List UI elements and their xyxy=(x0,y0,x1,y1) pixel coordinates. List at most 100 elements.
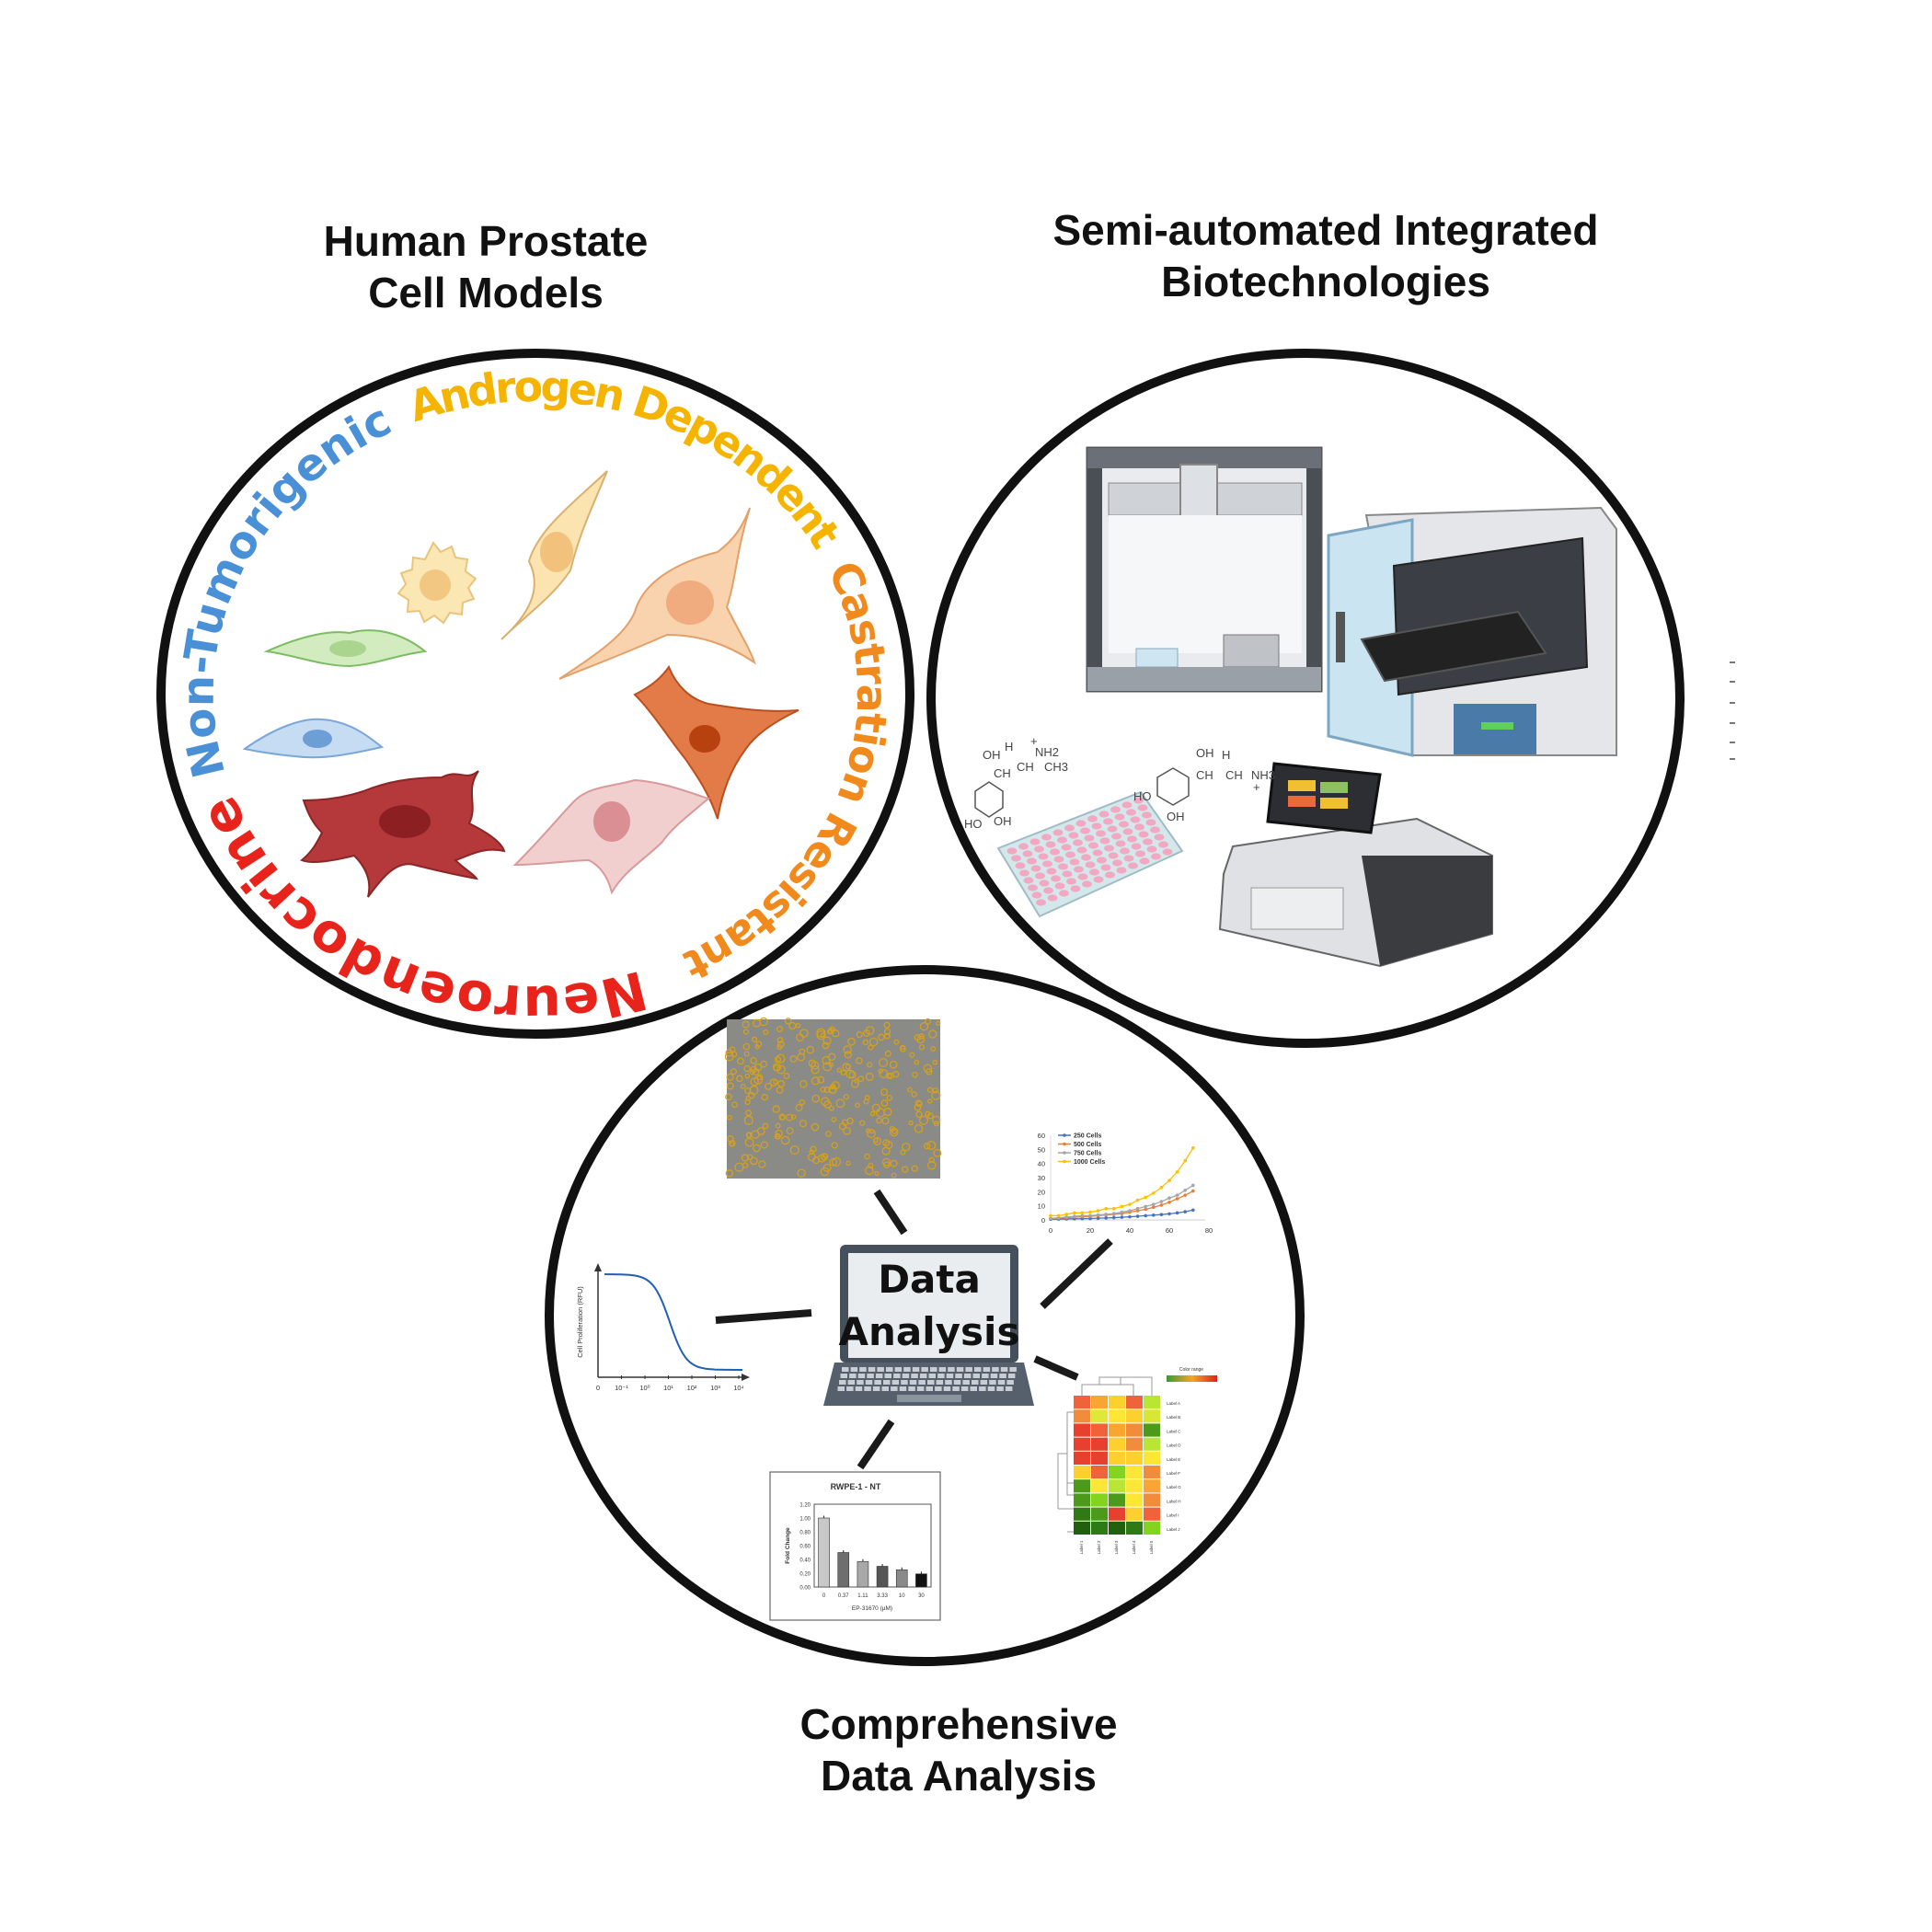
key xyxy=(877,1367,884,1372)
data-point xyxy=(1144,1204,1147,1209)
data-point xyxy=(1104,1213,1108,1216)
micro-cell xyxy=(835,1098,845,1109)
bar xyxy=(837,1552,850,1588)
micro-cell xyxy=(928,1029,937,1039)
micro-cell xyxy=(763,1029,769,1035)
well xyxy=(1130,816,1141,823)
well xyxy=(1098,811,1110,818)
svg-text:CH: CH xyxy=(1196,768,1213,782)
well xyxy=(1069,858,1080,866)
well xyxy=(1080,827,1090,834)
well xyxy=(1110,806,1121,813)
micro-cell xyxy=(878,1068,883,1074)
legend-marker xyxy=(1063,1133,1066,1137)
well xyxy=(1061,844,1072,851)
micro-cell xyxy=(745,1110,753,1117)
data-point xyxy=(1080,1213,1085,1218)
well xyxy=(1105,871,1115,879)
y-tick-label: 0 xyxy=(1041,1216,1045,1225)
key xyxy=(965,1367,972,1372)
micro-cell xyxy=(823,1100,832,1109)
connector-lines xyxy=(715,1189,1113,1470)
svg-text:OH: OH xyxy=(1167,810,1185,823)
well xyxy=(1028,884,1038,891)
well xyxy=(1097,857,1107,864)
heatmap-cell xyxy=(1074,1409,1090,1423)
x-axis-label: EP-31670 (µM) xyxy=(852,1605,892,1612)
svg-text:OH: OH xyxy=(1196,746,1214,760)
x-tick-label: 10¹ xyxy=(663,1384,673,1392)
data-point xyxy=(1135,1214,1140,1218)
col-label: Label 4 xyxy=(1132,1540,1136,1554)
key xyxy=(928,1374,936,1378)
micro-cell xyxy=(752,1036,758,1042)
blue-cell xyxy=(242,718,385,759)
well xyxy=(1143,838,1153,845)
well xyxy=(1096,830,1106,837)
laptop: Data Analysis xyxy=(823,1245,1034,1406)
key xyxy=(883,1380,891,1385)
well xyxy=(1135,850,1145,857)
micro-cell xyxy=(760,1060,768,1068)
micro-cell xyxy=(772,1105,780,1113)
heatmap-cell xyxy=(1126,1466,1143,1479)
data-point xyxy=(1104,1206,1108,1211)
micro-cell xyxy=(776,1037,784,1044)
key xyxy=(842,1367,849,1372)
well xyxy=(1027,857,1037,865)
well xyxy=(1046,868,1057,875)
data-point xyxy=(1073,1211,1076,1215)
key xyxy=(972,1380,979,1385)
micro-cell xyxy=(932,1087,938,1094)
micro-cell xyxy=(900,1149,906,1156)
micro-cell xyxy=(746,1154,753,1160)
micro-cell xyxy=(817,1075,825,1084)
key xyxy=(857,1374,866,1378)
micro-cell xyxy=(784,1018,792,1025)
micro-cell xyxy=(774,1056,782,1064)
col-label: Label 5 xyxy=(1149,1540,1154,1554)
data-point xyxy=(1183,1158,1187,1163)
data-point xyxy=(1183,1189,1187,1192)
key xyxy=(909,1380,917,1385)
laptop-text-line-2: Analysis xyxy=(839,1309,1020,1354)
orange-star-cell xyxy=(633,664,799,820)
micro-cell xyxy=(845,1064,851,1070)
data-point xyxy=(1183,1210,1187,1213)
key xyxy=(937,1374,945,1378)
bar xyxy=(857,1560,869,1588)
heatmap-cell xyxy=(1074,1396,1090,1409)
data-point xyxy=(1152,1202,1156,1206)
heatmap-cell xyxy=(1074,1466,1090,1479)
key xyxy=(893,1374,901,1378)
x-tick-label: 10² xyxy=(687,1384,697,1392)
micro-cell xyxy=(820,1086,827,1093)
y-tick-label: 0.60 xyxy=(799,1545,811,1550)
svg-text:Biotechnologies: Biotechnologies xyxy=(1161,258,1490,305)
y-tick-label: 50 xyxy=(1038,1145,1045,1154)
key xyxy=(867,1374,874,1378)
well xyxy=(1104,845,1114,852)
data-point xyxy=(1152,1205,1156,1209)
key xyxy=(891,1380,900,1385)
well xyxy=(1151,853,1161,860)
micro-cell xyxy=(901,1166,909,1173)
legend-marker xyxy=(1063,1142,1066,1146)
micro-cell xyxy=(807,1153,816,1162)
well xyxy=(1142,811,1152,819)
circle-biotech xyxy=(926,349,1685,1048)
data-point xyxy=(1175,1193,1179,1197)
well xyxy=(1034,845,1044,853)
dose-curve xyxy=(604,1273,742,1371)
y-tick-label: 1.00 xyxy=(799,1517,811,1523)
x-tick-label: 30 xyxy=(918,1593,925,1599)
y-axis-arrow xyxy=(594,1263,602,1271)
x-tick-label: 1.11 xyxy=(857,1593,868,1599)
micro-cell xyxy=(893,1039,900,1045)
micro-cell xyxy=(859,1120,866,1126)
data-point xyxy=(1096,1213,1100,1217)
key xyxy=(903,1367,911,1372)
row-label: Label E xyxy=(1167,1457,1180,1462)
key xyxy=(916,1386,925,1391)
y-axis-label: Cell Proliferation (RFU) xyxy=(576,1286,584,1358)
